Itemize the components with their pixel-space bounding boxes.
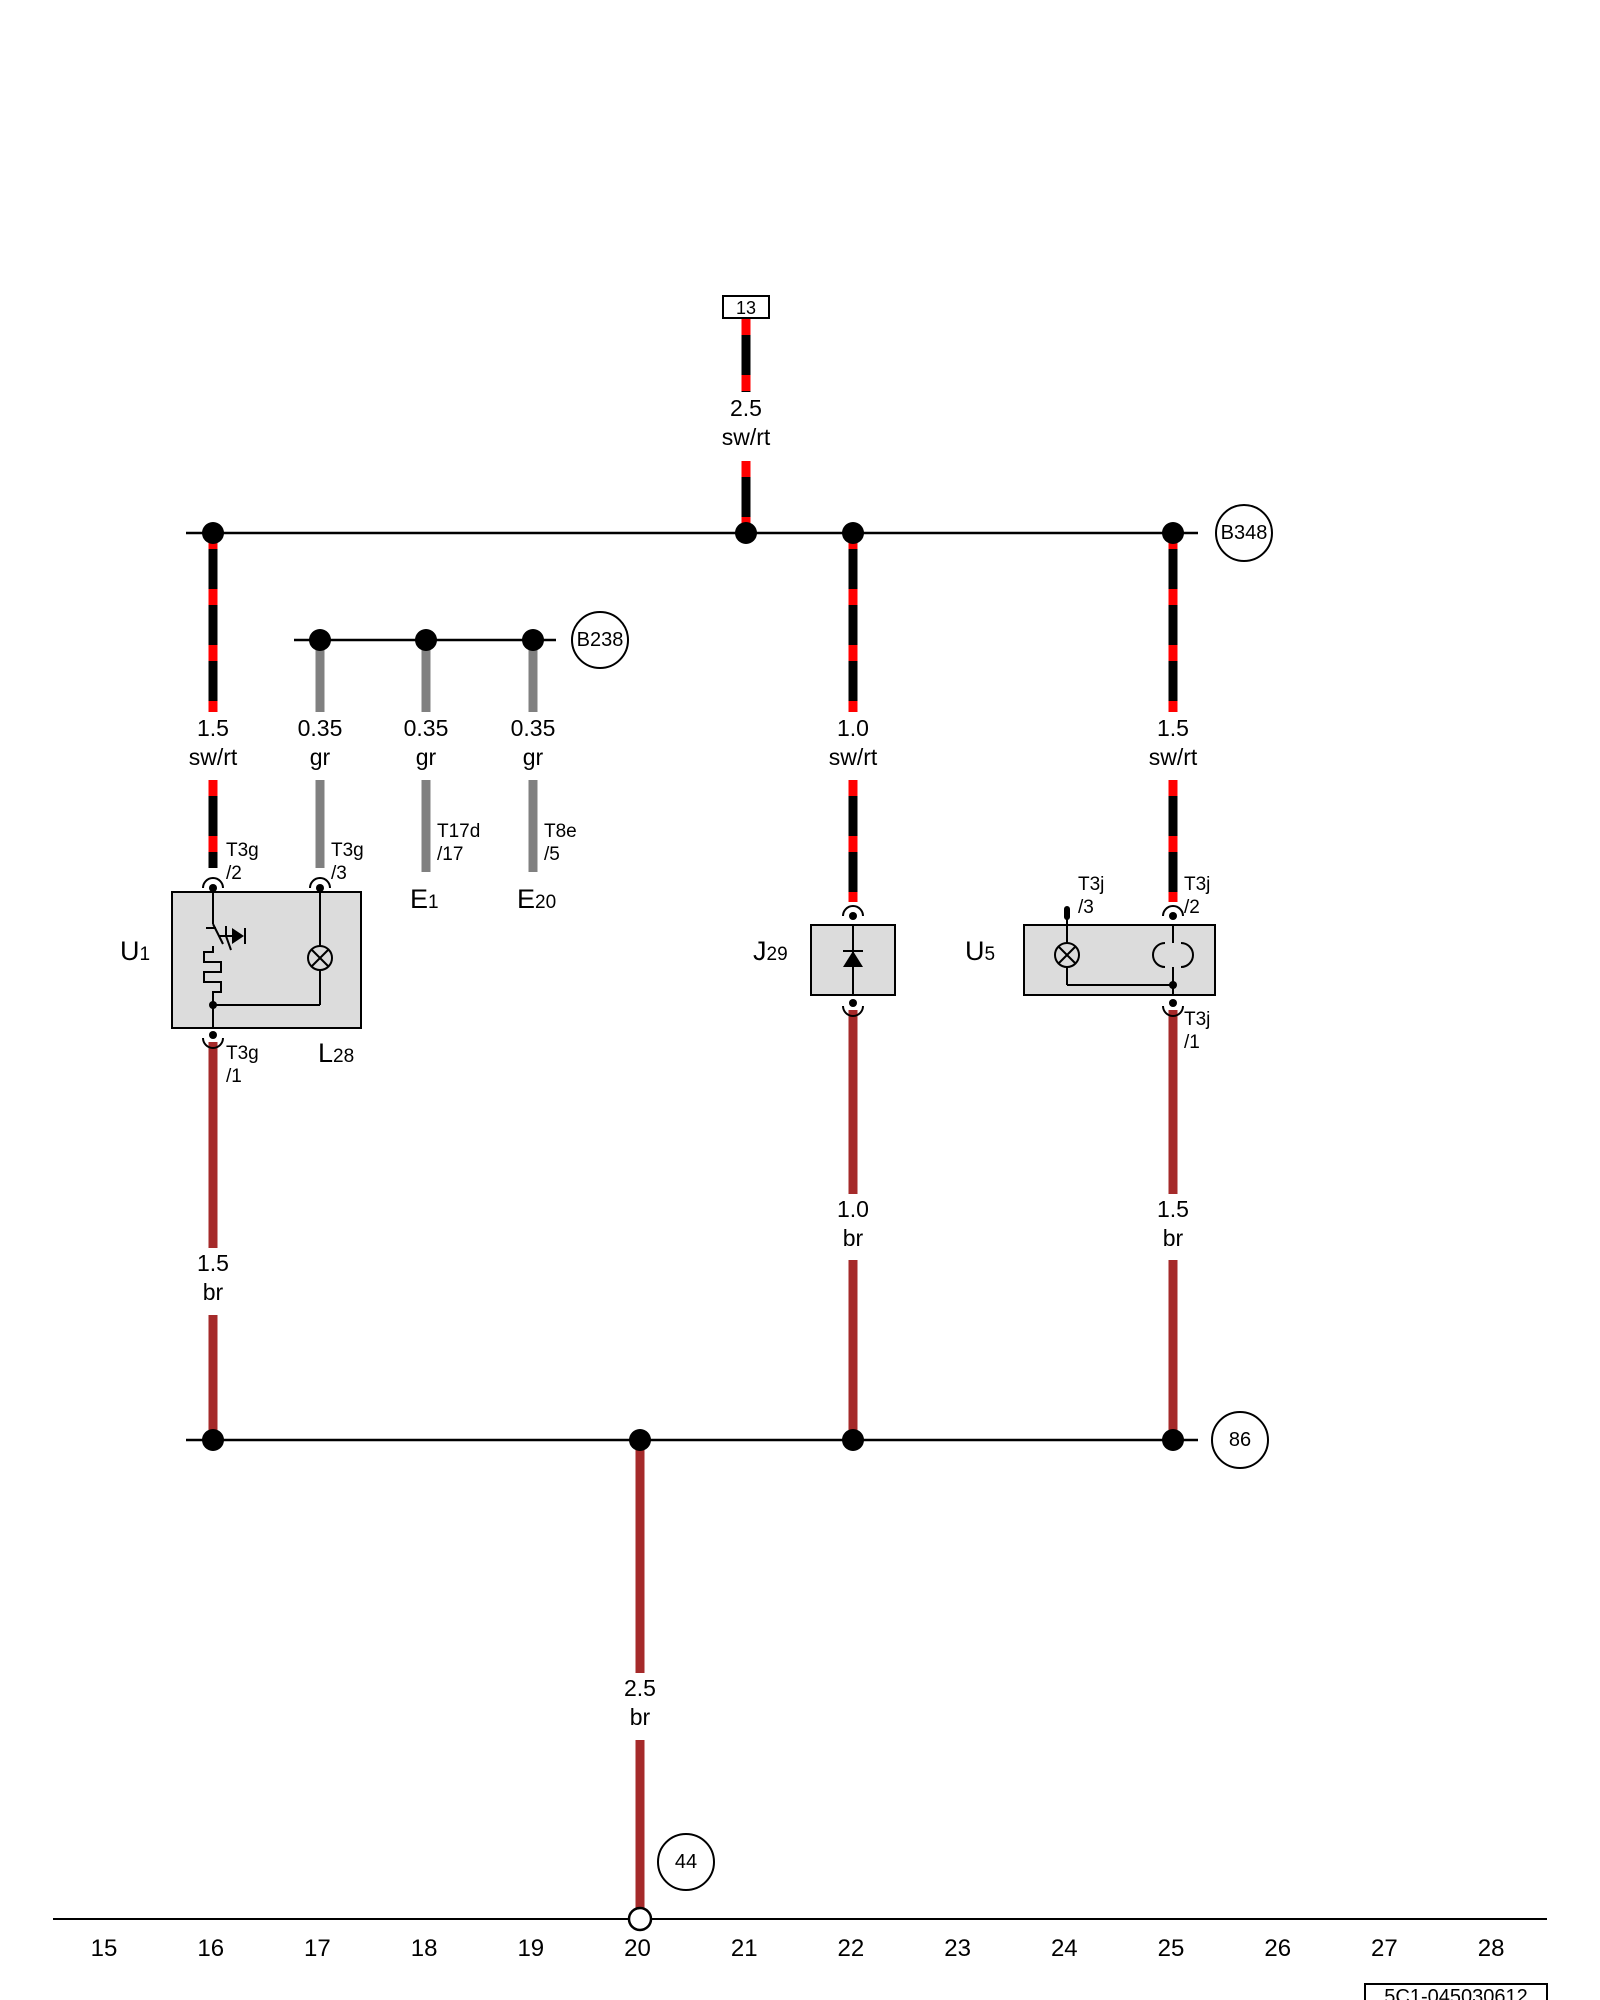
ref-44-circle	[657, 1833, 715, 1891]
component-label-u1: U1	[120, 936, 150, 966]
wire-color-label: sw/rt	[722, 424, 771, 450]
pin-label-u1-p2-a: T3g	[226, 840, 259, 861]
plug-j29-bottom	[842, 999, 864, 1017]
wire-size-label: 1.5	[1157, 715, 1189, 741]
track-number: 28	[1478, 1935, 1505, 1962]
track-number: 21	[731, 1935, 758, 1962]
drawing-code: 5C1-045030612	[1384, 1986, 1527, 2000]
pin-label-e20-a: T8e	[544, 821, 577, 842]
pin-label-e20-b: /5	[544, 844, 560, 865]
track-number: 25	[1158, 1935, 1185, 1962]
ref-b238-label: B238	[577, 629, 624, 651]
wire-color-label: br	[630, 1704, 651, 1730]
wire-color-label: sw/rt	[1149, 744, 1198, 770]
wire-color-label: br	[1163, 1225, 1184, 1251]
wire-color-label: gr	[523, 744, 544, 770]
u1-lamp-symbol	[209, 892, 333, 1009]
wire-color-label: br	[843, 1225, 864, 1251]
pin-label-u1-p2-b: /2	[226, 863, 242, 884]
wire-size-label: 1.5	[197, 1250, 229, 1276]
ref-86-circle	[1211, 1411, 1269, 1469]
connector-13-box	[722, 295, 770, 319]
track-number: 26	[1264, 1935, 1291, 1962]
ground-point	[627, 1906, 653, 1932]
plug-u5-p2	[1162, 905, 1184, 920]
pin-label-u1-p1-a: T3g	[226, 1043, 259, 1064]
pin-label-e1-b: /17	[437, 844, 463, 865]
track-number: 16	[197, 1935, 224, 1962]
wire-size-label: 0.35	[511, 715, 556, 741]
component-labels: U1 L28 E1 E20 J29 U5	[120, 884, 995, 1068]
plug-j29-top	[842, 905, 864, 920]
pin-label-u5-p3-b: /3	[1078, 897, 1094, 918]
wire-color-label: sw/rt	[829, 744, 878, 770]
u5-lamp-symbol	[1054, 908, 1177, 989]
u1-switch-symbol	[203, 892, 246, 1028]
component-label-e20: E20	[517, 884, 556, 914]
track-number: 20	[624, 1935, 651, 1962]
wire-size-label: 1.5	[197, 715, 229, 741]
pin-labels: T3g /2 T3g /3 T3g /1 T17d /17 T8e /5 T3j…	[226, 821, 1210, 1087]
pin-label-u5-p2-a: T3j	[1184, 874, 1210, 895]
wire-size-label: 2.5	[624, 1675, 656, 1701]
track-number: 27	[1371, 1935, 1398, 1962]
ref-86-label: 86	[1229, 1429, 1251, 1451]
wire-size-label: 2.5	[730, 395, 762, 421]
ref-b348-circle	[1215, 504, 1273, 562]
track-number: 18	[411, 1935, 438, 1962]
pin-label-u5-p1-a: T3j	[1184, 1009, 1210, 1030]
pin-label-u1-p1-b: /1	[226, 1066, 242, 1087]
j29-diode-symbol	[843, 925, 863, 995]
track-number: 15	[91, 1935, 118, 1962]
ref-b348-label: B348	[1221, 522, 1268, 544]
wire-size-label: 1.0	[837, 715, 869, 741]
wire-color-label: gr	[310, 744, 331, 770]
ref-b238-circle	[571, 611, 629, 669]
plug-u1-p3	[309, 877, 331, 892]
track-number: 22	[838, 1935, 865, 1962]
component-label-e1: E1	[410, 884, 439, 914]
wire-size-label: 1.0	[837, 1196, 869, 1222]
track-number: 19	[517, 1935, 544, 1962]
wire-size-label: 1.5	[1157, 1196, 1189, 1222]
track-number: 23	[944, 1935, 971, 1962]
pin-label-u1-p3-a: T3g	[331, 840, 364, 861]
wire-size-label: 0.35	[298, 715, 343, 741]
plug-u1-p1	[202, 1031, 224, 1049]
pin-u5-p3	[1064, 906, 1070, 920]
drawing-code-box	[1364, 1983, 1548, 2000]
wire-color-label: br	[203, 1279, 224, 1305]
wire-color-label: sw/rt	[189, 744, 238, 770]
component-label-u5: U5	[965, 936, 995, 966]
u5-socket-symbol	[1152, 925, 1194, 995]
plug-u5-p1	[1162, 999, 1184, 1017]
track-number: 24	[1051, 1935, 1078, 1962]
pin-label-u5-p1-b: /1	[1184, 1032, 1200, 1053]
track-number: 17	[304, 1935, 331, 1962]
pin-label-e1-a: T17d	[437, 821, 480, 842]
connector-13-label: 13	[736, 298, 756, 318]
pin-label-u5-p2-b: /2	[1184, 897, 1200, 918]
component-label-l28: L28	[318, 1038, 354, 1068]
component-label-j29: J29	[753, 936, 788, 966]
plug-u1-p2	[202, 877, 224, 892]
wire-color-label: gr	[416, 744, 437, 770]
pin-label-u1-p3-b: /3	[331, 863, 347, 884]
wire-size-label: 0.35	[404, 715, 449, 741]
pin-label-u5-p3-a: T3j	[1078, 874, 1104, 895]
track-numbers: 15 16 17 18 19 20 21 22 23 24 25 26 27 28	[91, 1935, 1505, 1962]
plug-symbols	[202, 877, 1184, 1049]
junction-dots	[202, 522, 1184, 1451]
ref-44-label: 44	[675, 1851, 697, 1873]
